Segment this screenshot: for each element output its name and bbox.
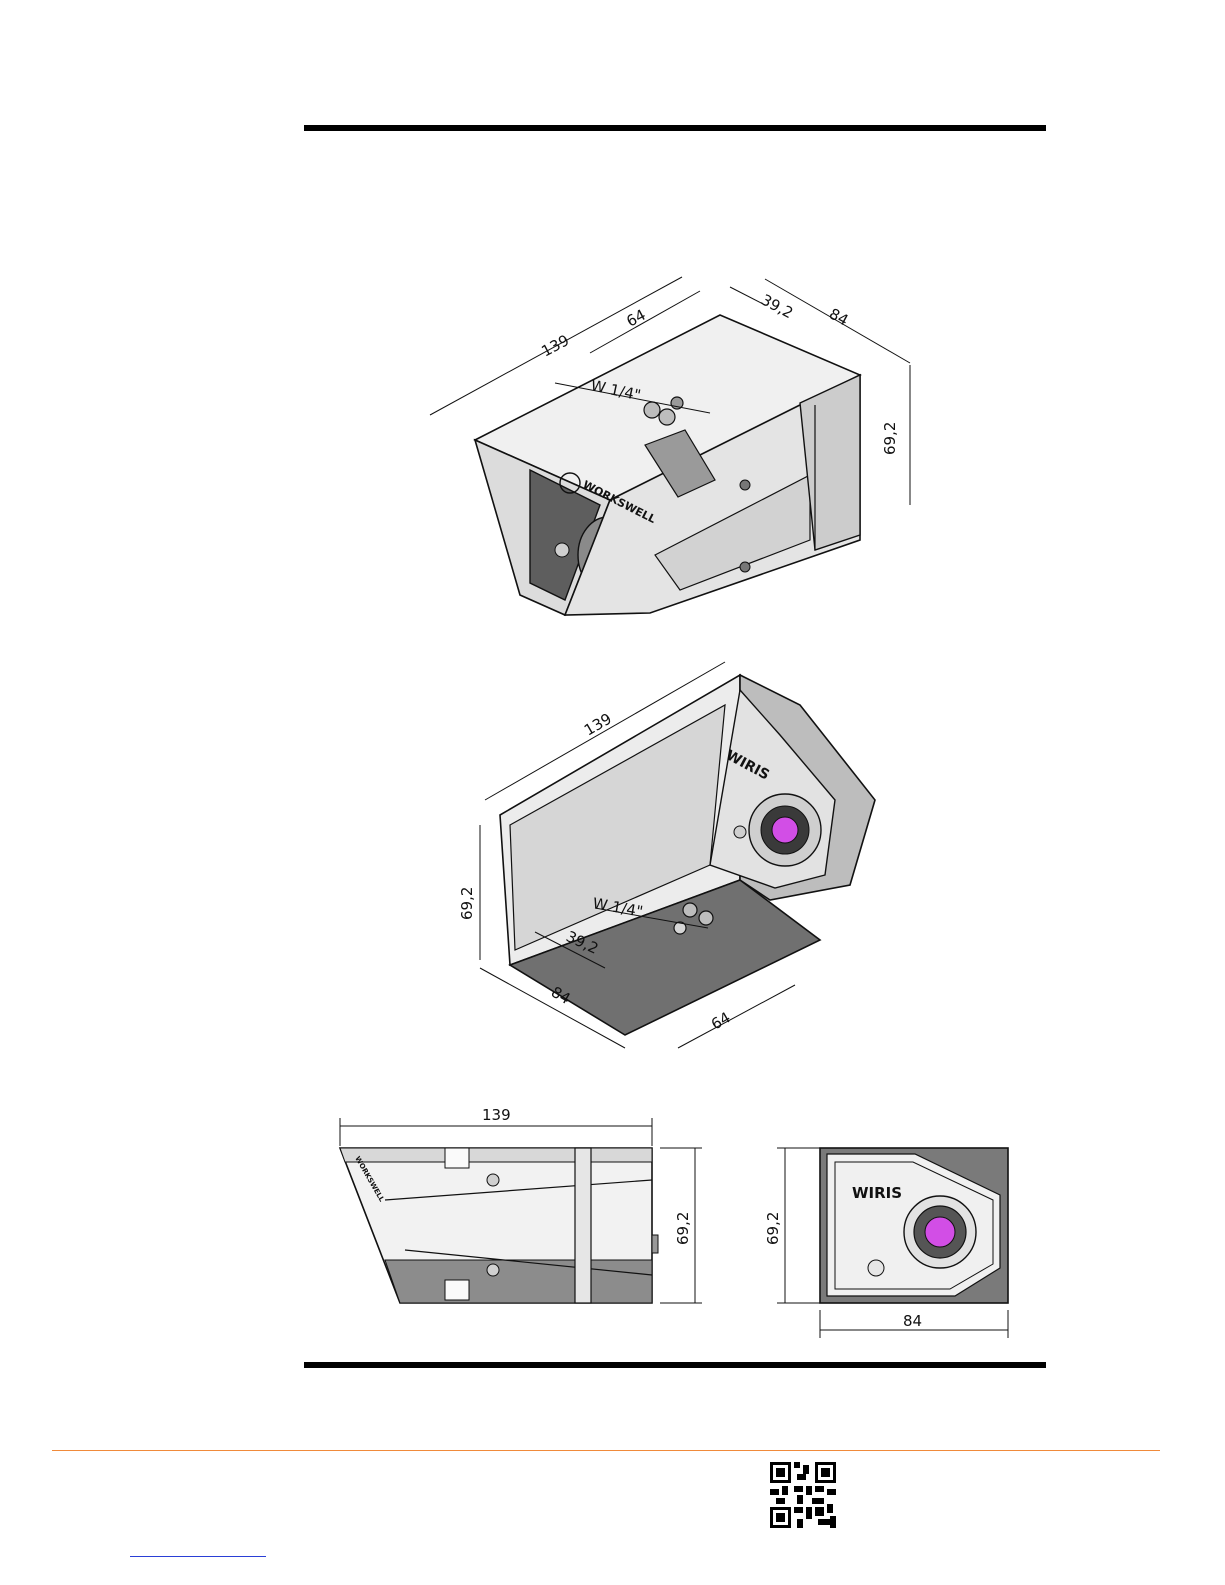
isometric-top-view: WORKSWELL 139 64 39,2 84 69,2 W 1/4" — [420, 265, 930, 635]
dim-width-front: 84 — [903, 1312, 922, 1330]
footer-divider — [52, 1450, 1160, 1451]
isometric-bottom-view: WIRIS 139 69,2 84 64 39,2 W 1/4" — [440, 650, 890, 1060]
dim-height-front: 69,2 — [764, 1212, 782, 1245]
bottom-rule — [304, 1362, 1046, 1368]
qr-code[interactable] — [770, 1462, 836, 1528]
wiris-logo-front: WIRIS — [852, 1184, 902, 1202]
dim-height-2: 69,2 — [458, 887, 476, 920]
front-view: 69,2 84 WIRIS — [745, 1140, 1020, 1345]
dim-height: 69,2 — [881, 422, 899, 455]
dim-height-side: 69,2 — [674, 1212, 692, 1245]
dim-length: 139 — [538, 331, 572, 360]
footer-link-underline[interactable] — [130, 1556, 266, 1557]
dim-mount-depth: 39,2 — [758, 291, 796, 323]
dim-mount-offset: 64 — [623, 306, 648, 331]
dim-length-side: 139 — [482, 1106, 511, 1124]
side-view: 139 69,2 WORKSWELL — [330, 1100, 720, 1315]
dim-width: 84 — [826, 305, 851, 330]
top-rule — [304, 125, 1046, 131]
